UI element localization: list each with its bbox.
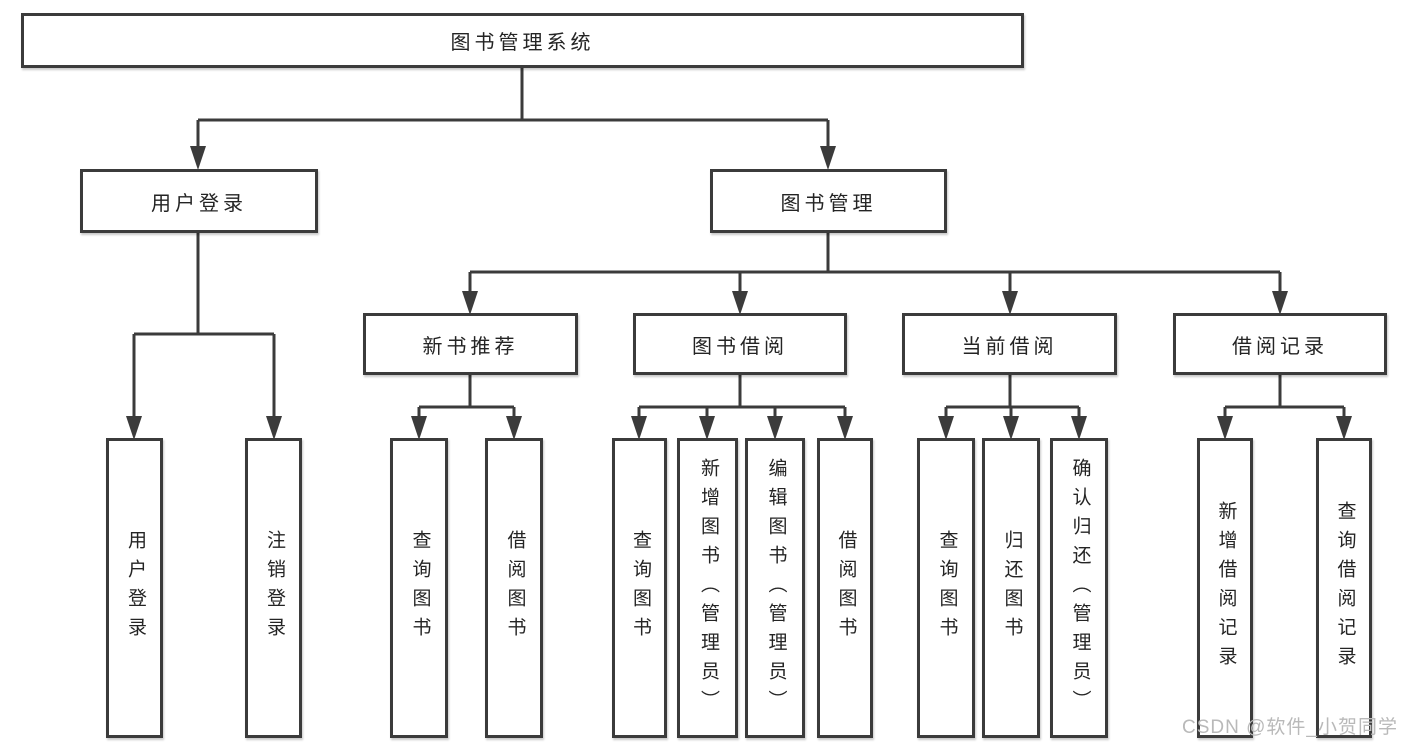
leaf-return-books: 归还图书 xyxy=(982,438,1040,738)
leaf-add-book-admin: 新增图书（管理员） xyxy=(677,438,738,738)
csdn-watermark: CSDN @软件_小贺同学 xyxy=(1182,717,1398,738)
leaf-logout: 注销登录 xyxy=(245,438,302,738)
node-label: 新增图书（管理员） xyxy=(697,457,719,719)
node-label: 归还图书 xyxy=(1001,530,1023,646)
node-label: 借阅图书 xyxy=(835,530,857,646)
node-label: 编辑图书（管理员） xyxy=(765,457,787,719)
leaf-borrow-books-recommend: 借阅图书 xyxy=(485,438,543,738)
node-label: 新书推荐 xyxy=(422,335,519,358)
leaf-query-books-current: 查询图书 xyxy=(917,438,975,738)
leaf-query-books-borrowing: 查询图书 xyxy=(612,438,667,738)
node-label: 图书管理 xyxy=(780,192,877,215)
node-current-borrowing: 当前借阅 xyxy=(902,313,1117,375)
leaf-query-borrow-record: 查询借阅记录 xyxy=(1316,438,1372,738)
node-label: 确认归还（管理员） xyxy=(1069,457,1091,719)
node-label: 查询图书 xyxy=(936,530,958,646)
node-book-borrowing: 图书借阅 xyxy=(633,313,847,375)
leaf-user-login: 用户登录 xyxy=(106,438,163,738)
node-label: 当前借阅 xyxy=(961,335,1058,358)
node-label: 查询图书 xyxy=(629,530,651,646)
node-label: 借阅记录 xyxy=(1232,335,1328,358)
node-label: 图书管理系统 xyxy=(450,32,595,54)
node-label: 借阅图书 xyxy=(504,530,526,646)
leaf-confirm-return-admin: 确认归还（管理员） xyxy=(1050,438,1108,738)
leaf-borrow-books-borrowing: 借阅图书 xyxy=(817,438,873,738)
node-library-system: 图书管理系统 xyxy=(21,13,1024,68)
node-borrowing-records: 借阅记录 xyxy=(1173,313,1387,375)
node-book-management: 图书管理 xyxy=(710,169,947,233)
node-label: 图书借阅 xyxy=(692,335,788,358)
node-new-book-recommend: 新书推荐 xyxy=(363,313,578,375)
node-label: 查询借阅记录 xyxy=(1334,501,1356,675)
node-label: 用户登录 xyxy=(124,530,146,646)
node-user-login: 用户登录 xyxy=(80,169,318,233)
node-label: 用户登录 xyxy=(151,192,247,215)
leaf-edit-book-admin: 编辑图书（管理员） xyxy=(745,438,805,738)
leaf-add-borrow-record: 新增借阅记录 xyxy=(1197,438,1253,738)
node-label: 新增借阅记录 xyxy=(1215,501,1237,675)
leaf-query-books-recommend: 查询图书 xyxy=(390,438,448,738)
node-label: 注销登录 xyxy=(263,530,285,646)
node-label: 查询图书 xyxy=(409,530,431,646)
